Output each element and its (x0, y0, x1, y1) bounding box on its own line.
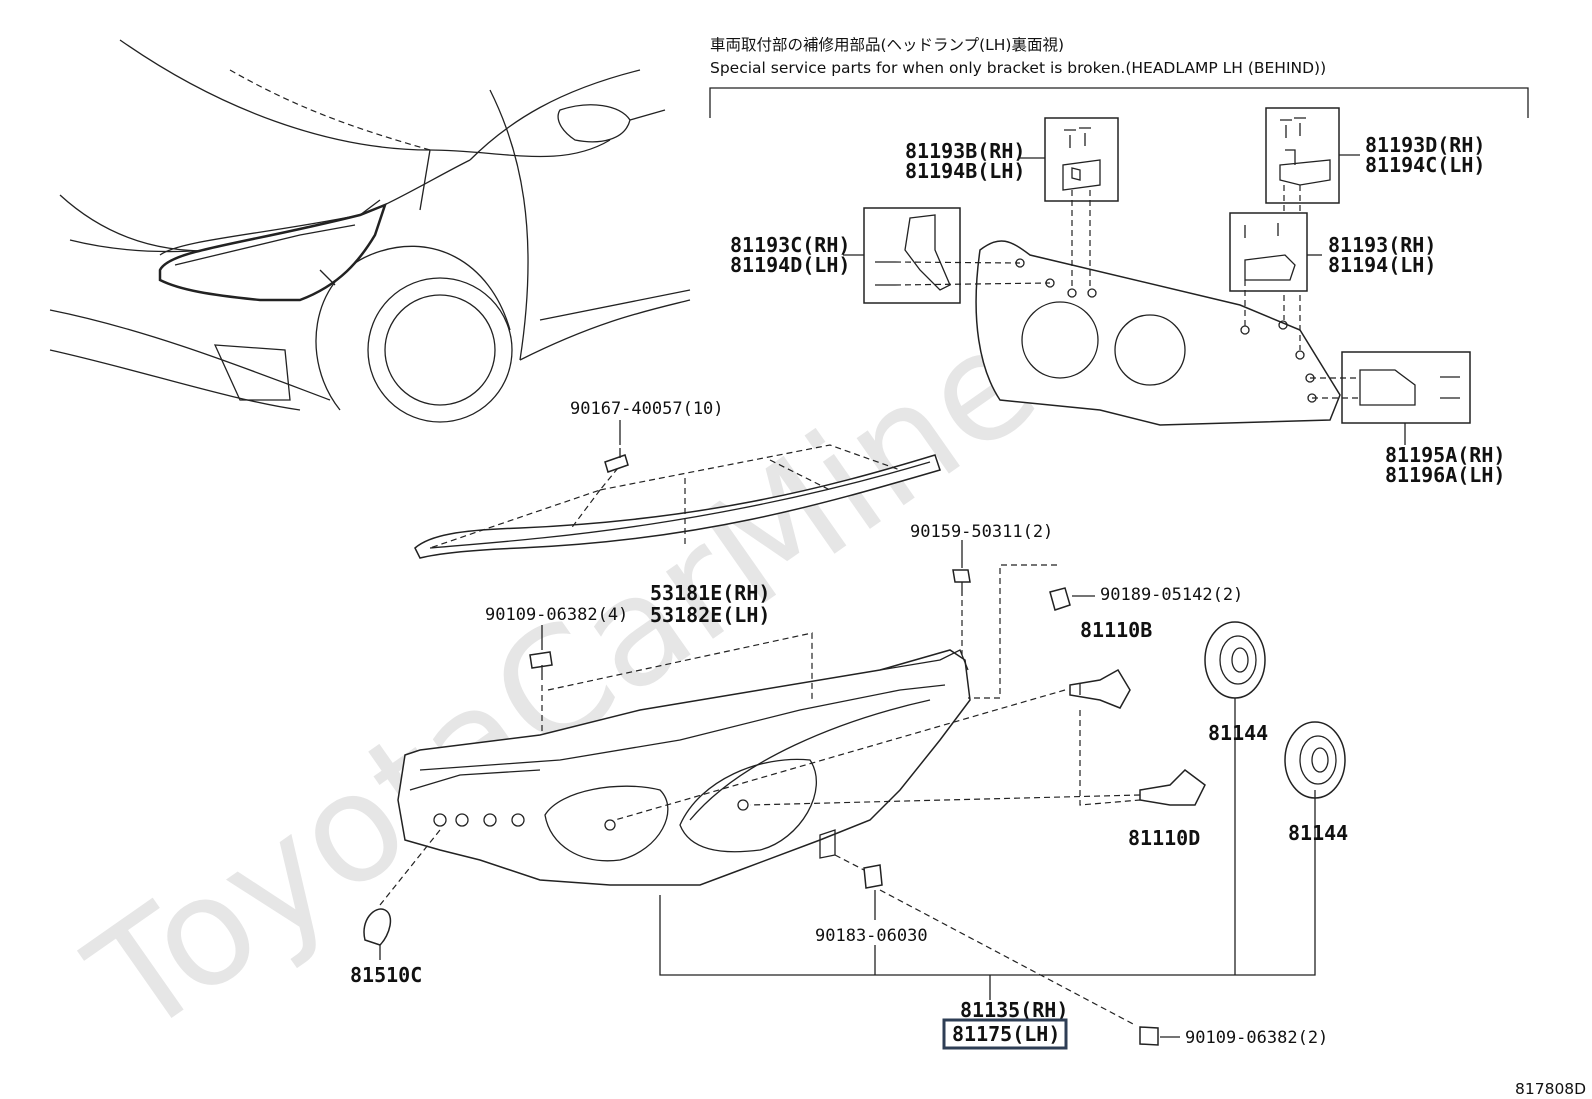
label-81110b: 81110B (1080, 618, 1152, 642)
label-81194c: 81194C(LH) (1365, 153, 1485, 177)
label-81194d: 81194D(LH) (730, 253, 850, 277)
highlight-box-81175 (942, 1018, 1068, 1050)
label-90183: 90183-06030 (815, 926, 928, 946)
socket-81144-lower (1284, 721, 1346, 799)
label-81193: 81193(RH) (1328, 233, 1436, 257)
bracket-box-81195a (1341, 351, 1471, 424)
label-81135: 81135(RH) (960, 998, 1068, 1022)
label-81193c: 81193C(RH) (730, 233, 850, 257)
label-81110d: 81110D (1128, 826, 1200, 850)
label-81195a: 81195A(RH) (1385, 443, 1505, 467)
nut-90183 (863, 864, 883, 889)
label-81175: 81175(LH) (952, 1022, 1060, 1046)
bracket-box-81193d (1265, 107, 1340, 204)
garnish-53181e (414, 454, 941, 559)
label-90167: 90167-40057(10) (570, 399, 724, 419)
bracket-note-en: Special service parts for when only brac… (710, 59, 1326, 77)
label-81510c: 81510C (350, 963, 422, 987)
bulb-81110b (1069, 668, 1131, 709)
clip-90189 (1049, 587, 1071, 611)
bulb-81510c (363, 908, 392, 946)
label-90189: 90189-05142(2) (1100, 585, 1243, 605)
label-81193d: 81193D(RH) (1365, 133, 1485, 157)
bracket-box-81193 (1229, 212, 1308, 292)
screw-90159 (952, 569, 971, 596)
label-81193b: 81193B(RH) (905, 139, 1025, 163)
bracket-box-81193b (1044, 117, 1119, 202)
label-81144-upper: 81144 (1208, 721, 1268, 745)
label-81144-lower: 81144 (1288, 821, 1348, 845)
screw-90167 (604, 448, 629, 473)
bracket-note-jp: 車両取付部の補修用部品(ヘッドランプ(LH)裏面視) (710, 35, 1064, 54)
label-90109-lower: 90109-06382(2) (1185, 1028, 1328, 1048)
headlamp-assembly-81175 (397, 649, 971, 886)
bracket-note-bracket (709, 87, 1529, 118)
socket-81144-upper (1204, 621, 1266, 699)
label-81194: 81194(LH) (1328, 253, 1436, 277)
screw-90109-lower (1139, 1026, 1159, 1046)
bulb-81110d (1139, 769, 1206, 806)
label-53181e: 53181E(RH) (650, 581, 770, 605)
label-81194b: 81194B(LH) (905, 159, 1025, 183)
screw-90109-upper (529, 651, 553, 680)
bracket-box-81193c (863, 207, 961, 304)
headlamp-back-view (975, 240, 1341, 426)
label-90109-upper: 90109-06382(4) (485, 605, 628, 625)
figure-code: 817808D (1515, 1080, 1586, 1098)
label-53182e: 53182E(LH) (650, 603, 770, 627)
vehicle-outline (49, 39, 691, 423)
label-81196a: 81196A(LH) (1385, 463, 1505, 487)
label-90159: 90159-50311(2) (910, 522, 1053, 542)
